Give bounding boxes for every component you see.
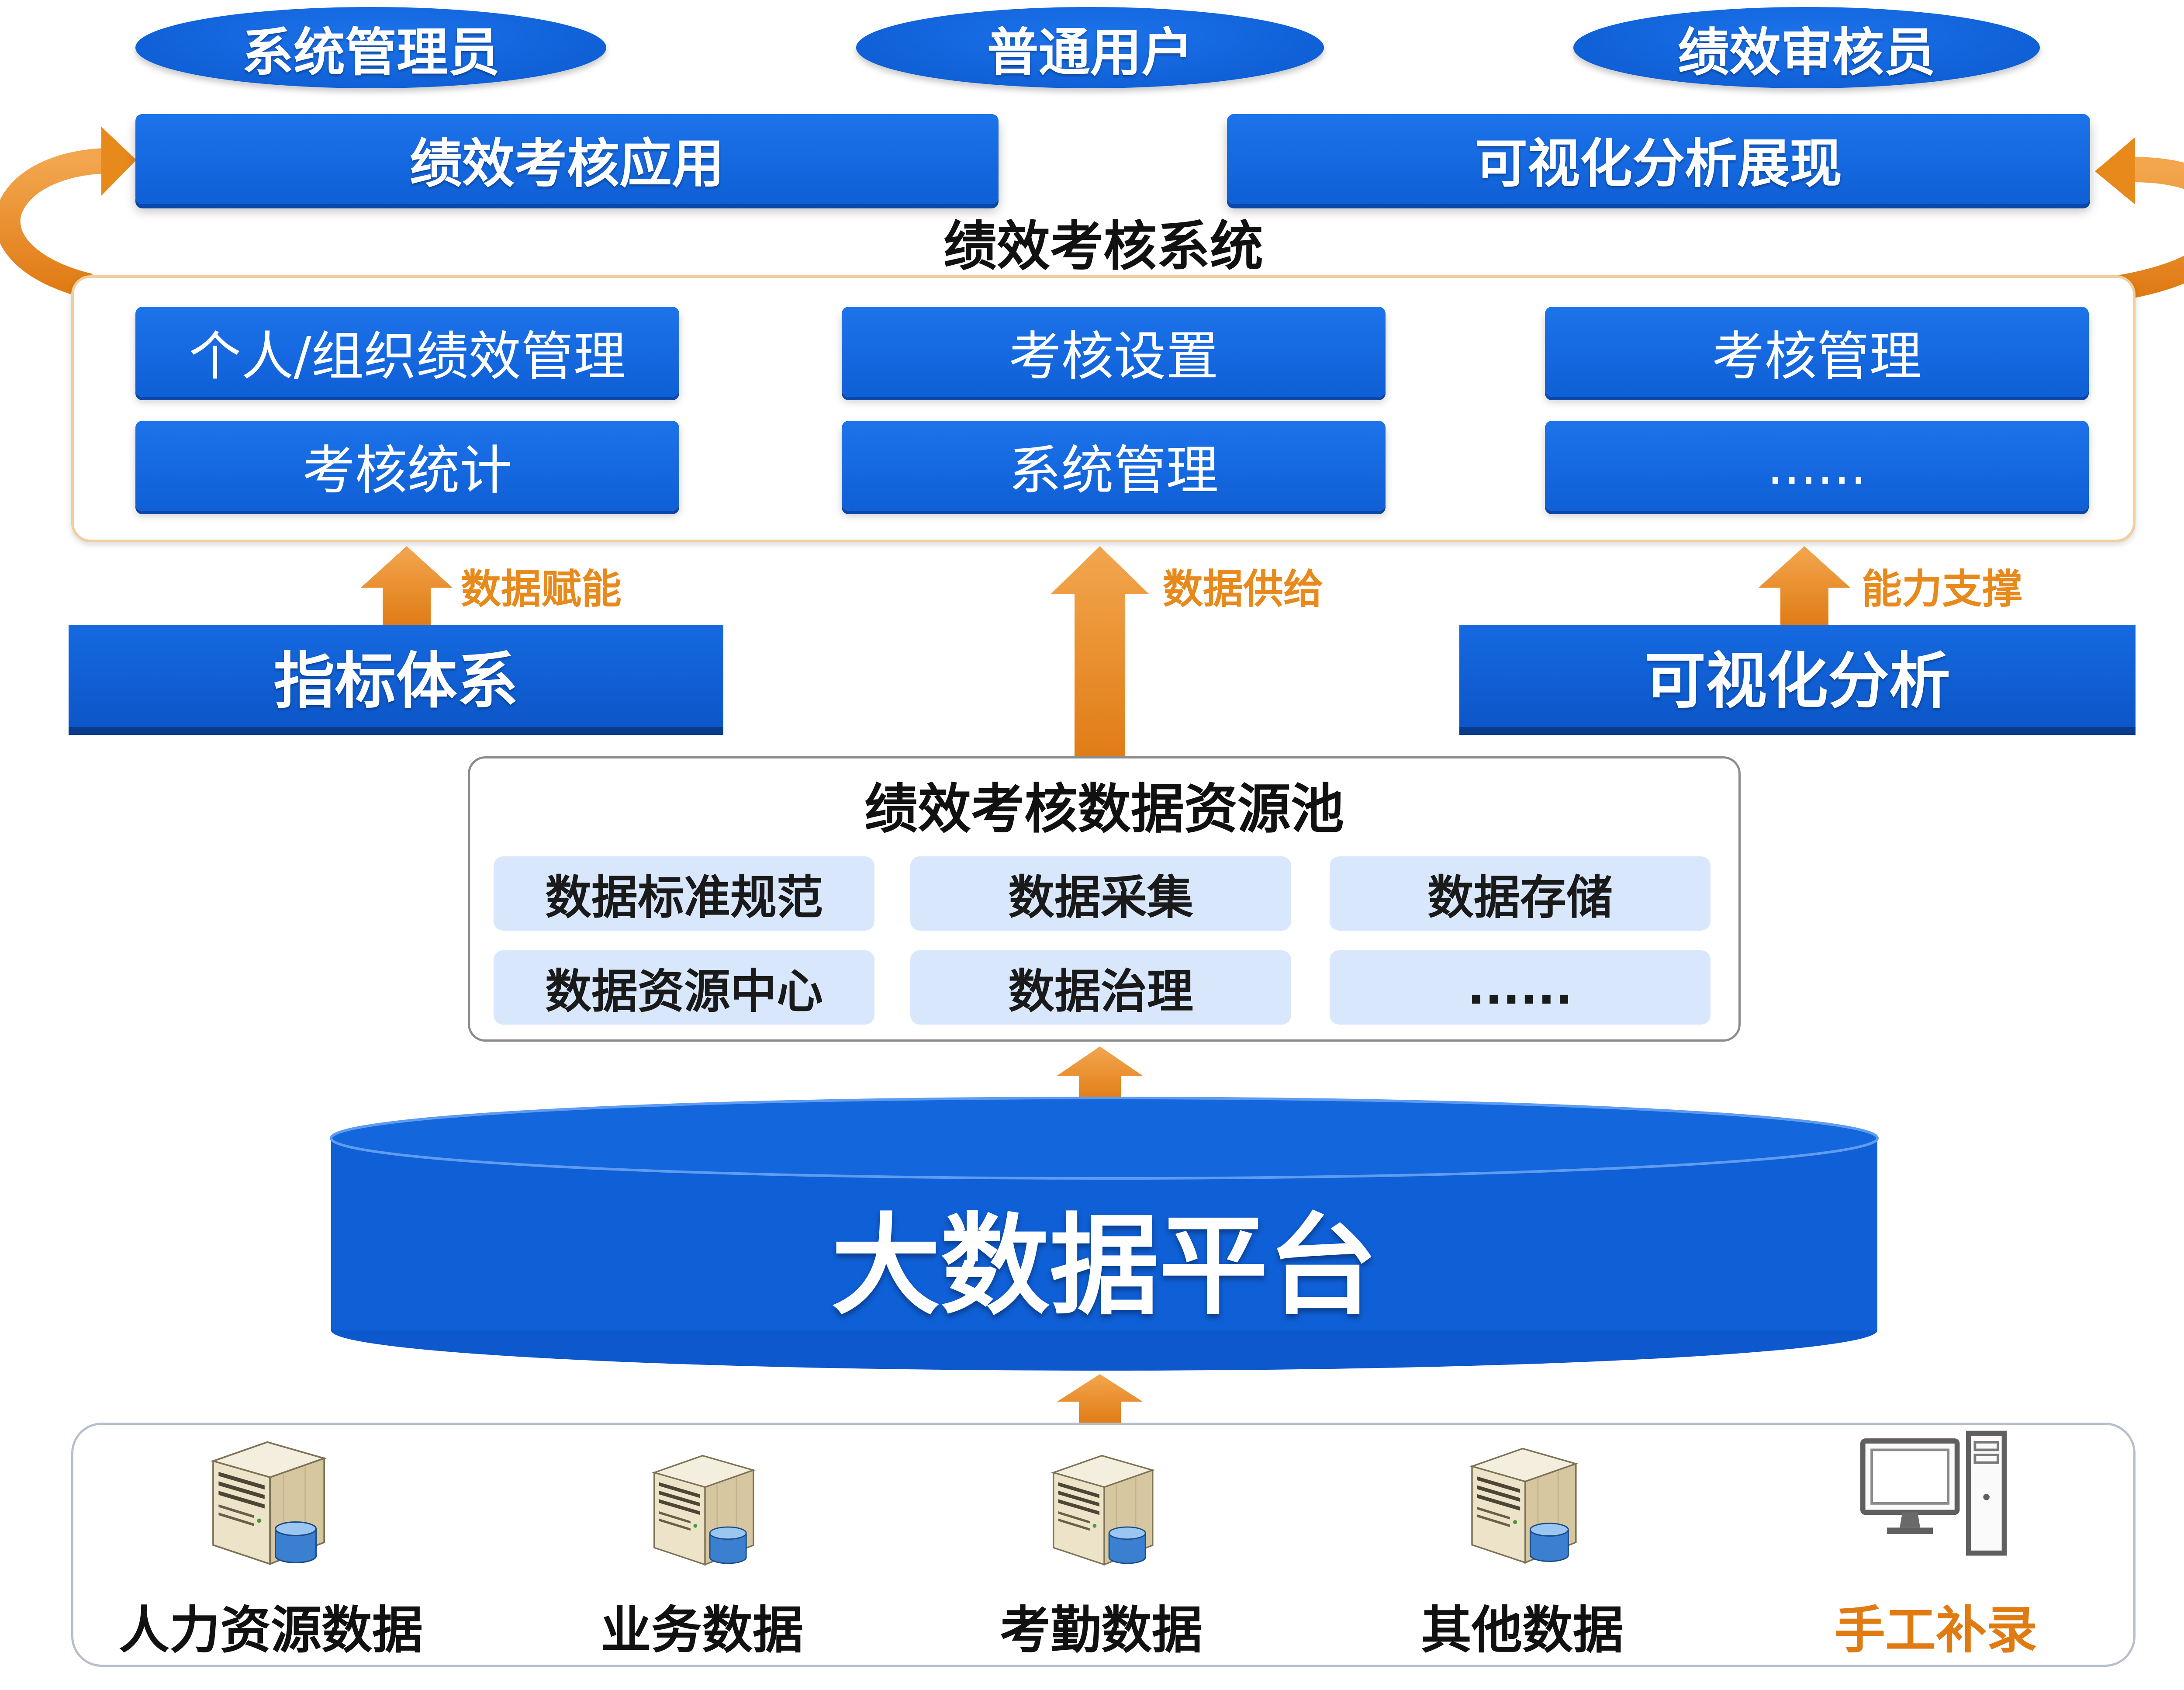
pool-item-collection: 数据采集	[910, 856, 1291, 931]
pool-item-more: ......	[1330, 950, 1711, 1025]
up-arrow-sources-to-platform	[1057, 1374, 1143, 1423]
right-loop-arrow-head	[2095, 137, 2135, 204]
source-label-other: 其他数据	[1421, 1601, 1624, 1660]
source-label-attendance: 考勤数据	[1000, 1601, 1203, 1660]
app-visual-analytics-display: 可视化分析展现	[1227, 114, 2090, 204]
role-system-admin: 系统管理员	[135, 7, 606, 88]
flow-label-empowerment: 数据赋能	[461, 565, 622, 613]
module-assessment-management: 考核管理	[1545, 307, 2089, 397]
left-loop-arrow	[0, 148, 106, 299]
server-icon	[1459, 1441, 1586, 1568]
up-arrow-platform-to-pool	[1057, 1046, 1143, 1102]
pool-item-resource-center: 数据资源中心	[494, 950, 874, 1025]
server-icon	[642, 1448, 763, 1569]
up-arrow-support	[1759, 546, 1850, 625]
module-system-management: 系统管理	[842, 421, 1386, 511]
module-more: ......	[1545, 421, 2089, 511]
platform-title: 大数据平台	[831, 1202, 1377, 1330]
big-data-platform: 大数据平台	[328, 1094, 1880, 1374]
up-arrow-supply	[1051, 546, 1149, 756]
role-performance-reviewer: 绩效审核员	[1573, 7, 2040, 88]
pool-item-standards: 数据标准规范	[494, 856, 874, 931]
source-label-manual-entry: 手工补录	[1835, 1601, 2037, 1660]
system-title: 绩效考核系统	[943, 215, 1263, 277]
pillar-visual-analytics: 可视化分析	[1459, 625, 2136, 735]
data-sources-panel: 人力资源数据 业务数据 考勤数据 其他数据 手工补录	[71, 1423, 2136, 1667]
module-performance-management: 个人/组织绩效管理	[135, 307, 679, 397]
source-label-business: 业务数据	[601, 1601, 803, 1660]
role-normal-user: 普通用户	[856, 7, 1324, 88]
source-label-hr: 人力资源数据	[119, 1601, 423, 1660]
server-icon	[200, 1434, 335, 1569]
data-resource-pool: 绩效考核数据资源池 数据标准规范 数据采集 数据存储 数据资源中心 数据治理 .…	[468, 756, 1741, 1042]
left-loop-arrow-head	[101, 127, 136, 196]
pool-item-storage: 数据存储	[1330, 856, 1711, 931]
module-assessment-statistics: 考核统计	[135, 421, 679, 511]
cylinder-top	[330, 1097, 1879, 1180]
pool-title: 绩效考核数据资源池	[864, 778, 1344, 840]
server-icon	[1041, 1448, 1162, 1569]
flow-label-supply: 数据供给	[1163, 565, 1324, 613]
app-performance-assessment: 绩效考核应用	[135, 114, 999, 204]
right-loop-arrow	[2114, 157, 2184, 301]
up-arrow-empowerment	[361, 546, 453, 625]
pillar-indicator-system: 指标体系	[69, 625, 723, 735]
pool-item-governance: 数据治理	[910, 950, 1291, 1025]
system-modules-panel: 个人/组织绩效管理 考核设置 考核管理 考核统计 系统管理 ......	[71, 275, 2136, 542]
computer-icon	[1859, 1430, 2012, 1559]
module-assessment-settings: 考核设置	[842, 307, 1386, 397]
platform-cylinder	[330, 1097, 1879, 1371]
flow-label-support: 能力支撑	[1862, 565, 2023, 613]
